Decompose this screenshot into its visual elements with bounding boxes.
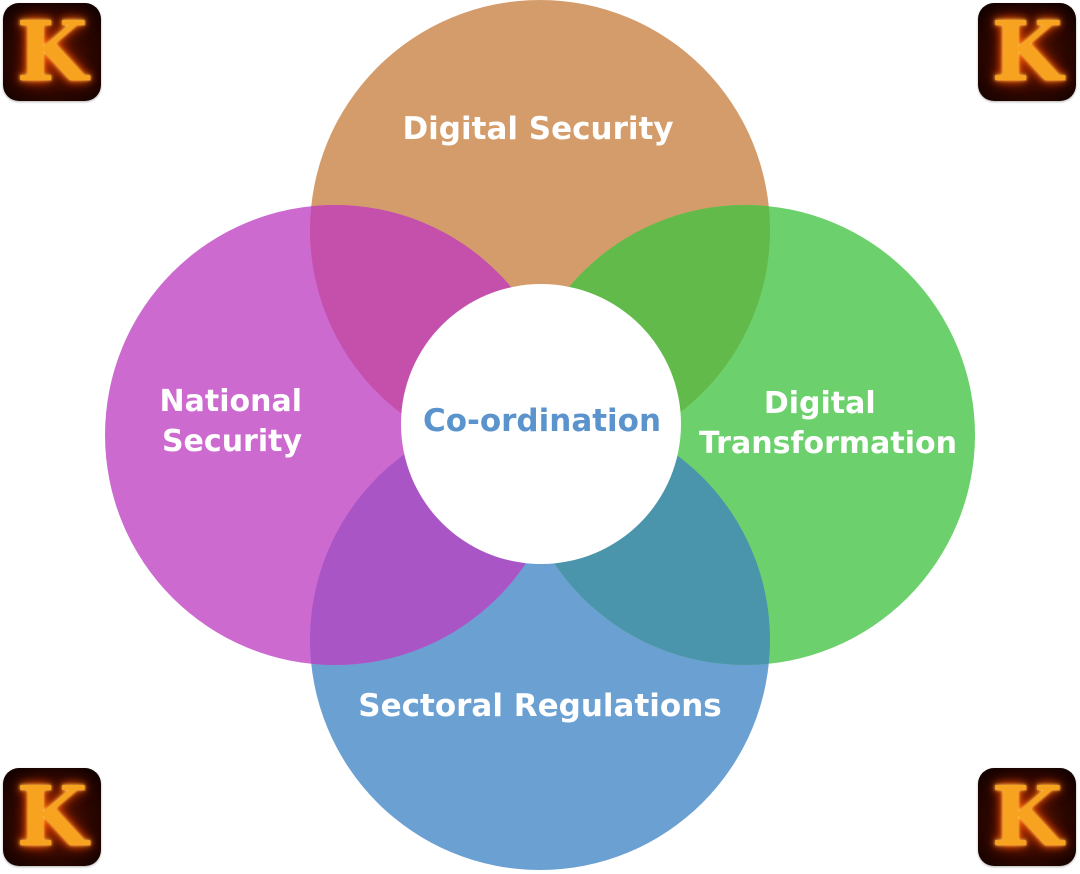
k-logo-icon: K [991,4,1063,100]
label-digital-transformation-line2: Transformation [699,426,957,461]
label-national-security-line1: National [160,384,302,419]
label-digital-transformation: Digital Transformation [699,386,957,461]
k-logo-bottom-right: K [978,768,1076,866]
k-logo-top-right: K [978,3,1076,101]
label-national-security: National Security [160,384,313,459]
label-digital-security: Digital Security [402,111,673,147]
label-co-ordination: Co-ordination [423,403,661,439]
k-logo-icon: K [16,769,88,865]
k-logo-icon: K [16,4,88,100]
k-logo-icon: K [991,769,1063,865]
label-sectoral-regulations: Sectoral Regulations [358,688,721,724]
k-logo-top-left: K [3,3,101,101]
label-national-security-line2: Security [162,424,303,459]
center-circle [401,284,681,564]
k-logo-bottom-left: K [3,768,101,866]
label-digital-transformation-line1: Digital [764,386,876,421]
